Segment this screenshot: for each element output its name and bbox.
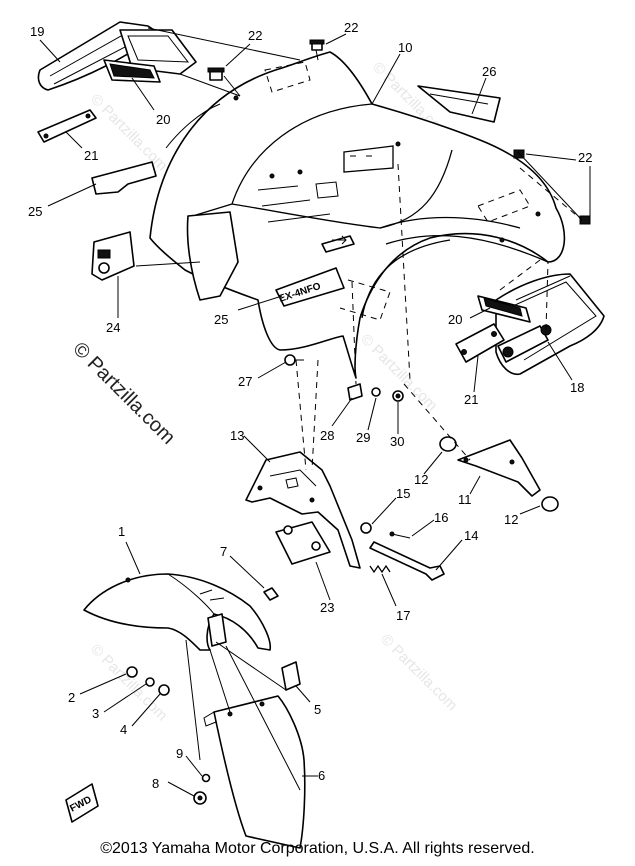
- callout-1: 1: [118, 524, 125, 539]
- callout-18: 18: [570, 380, 584, 395]
- callout-8: 8: [152, 776, 159, 791]
- callout-21-right: 21: [464, 392, 478, 407]
- callout-22-top: 22: [344, 20, 358, 35]
- callout-24: 24: [106, 320, 120, 335]
- rear-fender-part: EX-4NFO: [149, 51, 566, 379]
- bolt-22-top-part: [309, 39, 325, 51]
- callout-27: 27: [238, 374, 252, 389]
- callout-13: 13: [230, 428, 244, 443]
- callout-25-upper: 25: [28, 204, 42, 219]
- callout-30: 30: [390, 434, 404, 449]
- watermark-center: © Partzilla.com: [357, 331, 440, 414]
- washer-9-part: [201, 773, 211, 783]
- nut-8-part: [193, 791, 207, 805]
- bracket-13-part: [245, 451, 361, 569]
- callout-12-upper: 12: [414, 472, 428, 487]
- bolt-22-left-part: [207, 67, 225, 81]
- bolt-14-part: [369, 541, 445, 581]
- plate-21-left-part: [37, 109, 97, 143]
- callout-9: 9: [176, 746, 183, 761]
- nut-4-part: [158, 684, 170, 696]
- watermark-top-left: © Partzilla.com: [87, 91, 170, 174]
- callout-28: 28: [320, 428, 334, 443]
- decal-25-upper-part: [91, 161, 157, 195]
- watermark-bottom-left: © Partzilla.com: [87, 641, 170, 724]
- assembly-lines: [135, 27, 583, 791]
- washer-29-part: [371, 387, 381, 397]
- callout-26: 26: [482, 64, 496, 79]
- copyright-notice: ©2013 Yamaha Motor Corporation, U.S.A. A…: [100, 840, 535, 857]
- fwd-decal-part: FWD: [65, 783, 99, 823]
- front-fender-part: [83, 573, 272, 651]
- clip-5-part: [281, 661, 301, 691]
- callout-14: 14: [464, 528, 478, 543]
- callout-3: 3: [92, 706, 99, 721]
- washer-15-part: [360, 522, 372, 534]
- callout-10: 10: [398, 40, 412, 55]
- watermark-main: © Partzilla.com: [68, 338, 179, 449]
- plate-21-right-part: [455, 323, 505, 363]
- callout-21-left: 21: [84, 148, 98, 163]
- callout-17: 17: [396, 608, 410, 623]
- callout-7: 7: [220, 544, 227, 559]
- pin-16-part: [389, 531, 411, 539]
- mud-flap-part: [203, 695, 306, 849]
- callout-20-left: 20: [156, 112, 170, 127]
- washer-28-part: [347, 383, 363, 401]
- callout-6: 6: [318, 768, 325, 783]
- washer-3-part: [145, 677, 155, 687]
- callout-4: 4: [120, 722, 127, 737]
- callout-2: 2: [68, 690, 75, 705]
- callout-11: 11: [458, 492, 472, 507]
- watermark-bottom-right: © Partzilla.com: [377, 631, 460, 714]
- leader-lines: [39, 33, 591, 797]
- callout-numbers: 19 22 22 10 26 20 21 25 22 24 25 20 21 1…: [28, 20, 592, 791]
- bolt-27-part: [284, 354, 304, 366]
- bolt-2-part: [126, 666, 138, 678]
- spring-17-part: [369, 564, 391, 574]
- plate-23-part: [275, 521, 331, 565]
- callout-20-right: 20: [448, 312, 462, 327]
- callout-23: 23: [320, 600, 334, 615]
- callout-12-lower: 12: [504, 512, 518, 527]
- callout-22-right: 22: [578, 150, 592, 165]
- callout-16: 16: [434, 510, 448, 525]
- reflector-bracket-20-right-part: [477, 295, 531, 323]
- reflector-right-part: [497, 324, 552, 363]
- spacer-12-upper-part: [439, 436, 457, 452]
- spacer-12-lower-part: [541, 496, 559, 512]
- reflector-bracket-20-left-part: [103, 59, 161, 83]
- bracket-11-part: [457, 439, 541, 497]
- nut-30-part: [392, 390, 404, 402]
- callout-15: 15: [396, 486, 410, 501]
- callout-19: 19: [30, 24, 44, 39]
- callout-22-top-left: 22: [248, 28, 262, 43]
- callout-5: 5: [314, 702, 321, 717]
- callout-29: 29: [356, 430, 370, 445]
- holder-24-part: [91, 231, 135, 281]
- bolt-7-part: [263, 587, 279, 601]
- grab-bar-cover-left-part: [119, 29, 197, 75]
- callout-25-lower: 25: [214, 312, 228, 327]
